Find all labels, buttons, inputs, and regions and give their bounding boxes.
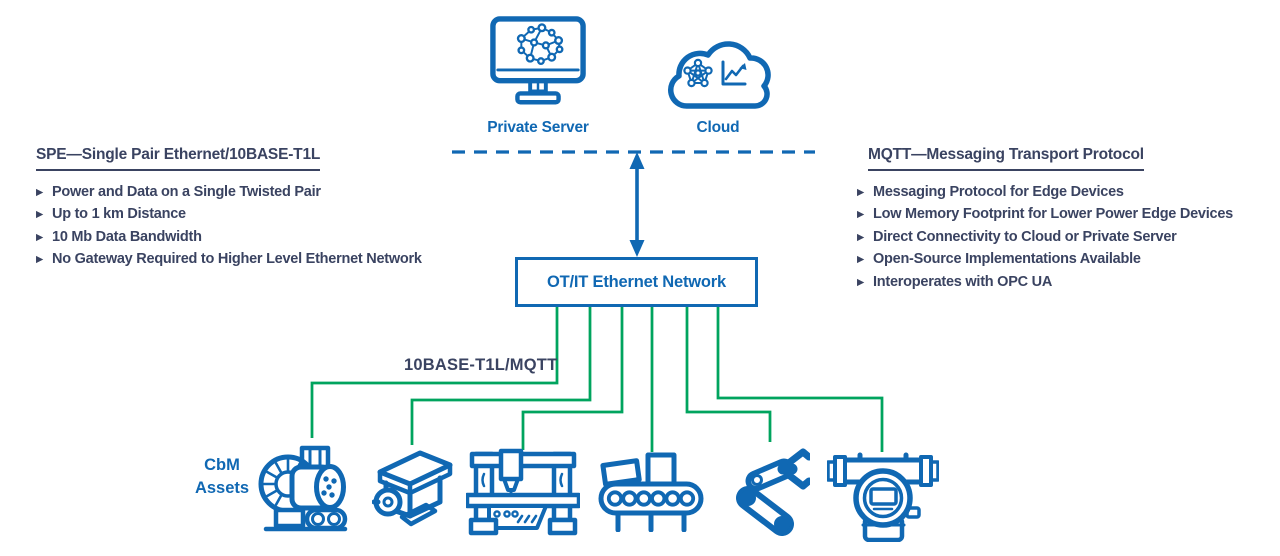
spe-bullet-list: ▶Power and Data on a Single Twisted Pair… (36, 184, 486, 274)
list-item: ▶No Gateway Required to Higher Level Eth… (36, 251, 422, 268)
bullet-arrow-icon: ▶ (857, 209, 865, 221)
cbm-assets-label: CbM Assets (194, 456, 250, 497)
mqtt-heading: MQTT—Messaging Transport Protocol (868, 146, 1144, 171)
bullet-arrow-icon: ▶ (36, 231, 44, 243)
cnc-machine-icon (466, 448, 580, 540)
turbine-blower-icon (258, 436, 356, 538)
list-item: ▶Power and Data on a Single Twisted Pair (36, 184, 321, 200)
list-item: ▶Messaging Protocol for Edge Devices (857, 184, 1124, 200)
private-server-label: Private Server (487, 119, 589, 136)
ot-it-network-label: OT/IT Ethernet Network (547, 272, 726, 291)
link-protocol-label: 10BASE-T1L/MQTT (404, 356, 558, 374)
mqtt-bullet-list: ▶Messaging Protocol for Edge Devices ▶Lo… (857, 184, 1280, 296)
cloud-icon (657, 22, 779, 114)
chart-icon (721, 60, 747, 86)
electric-motor-icon (372, 442, 456, 536)
mqtt-panel: MQTT—Messaging Transport Protocol ▶Messa… (857, 146, 1280, 296)
bullet-arrow-icon: ▶ (36, 254, 44, 266)
spe-heading: SPE—Single Pair Ethernet/10BASE-T1L (36, 146, 320, 171)
robot-arm-icon (726, 438, 810, 536)
bullet-arrow-icon: ▶ (857, 187, 865, 198)
bullet-arrow-icon: ▶ (36, 187, 44, 198)
pressure-transmitter-icon (827, 452, 939, 542)
list-item: ▶Open-Source Implementations Available (857, 251, 1141, 268)
bullet-arrow-icon: ▶ (857, 254, 865, 266)
bullet-arrow-icon: ▶ (857, 231, 865, 243)
list-item: ▶Interoperates with OPC UA (857, 273, 1053, 290)
cloud-label: Cloud (696, 119, 740, 136)
list-item: ▶10 Mb Data Bandwidth (36, 228, 202, 245)
ot-it-network-box: OT/IT Ethernet Network (515, 257, 758, 307)
conveyor-belt-icon (598, 448, 704, 532)
list-item: ▶Low Memory Footprint for Lower Power Ed… (857, 206, 1233, 223)
spe-panel: SPE—Single Pair Ethernet/10BASE-T1L ▶Pow… (36, 146, 486, 274)
bullet-arrow-icon: ▶ (36, 209, 44, 221)
list-item: ▶Up to 1 km Distance (36, 206, 186, 223)
bullet-arrow-icon: ▶ (857, 276, 865, 288)
green-connectors (310, 307, 884, 452)
list-item: ▶Direct Connectivity to Cloud or Private… (857, 228, 1177, 245)
private-server-icon (489, 16, 587, 116)
double-arrow (629, 152, 645, 257)
